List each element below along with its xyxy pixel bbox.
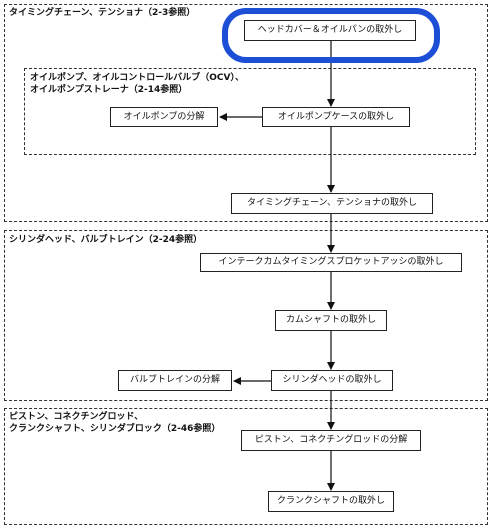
step-oil-pump-disassembly: オイルポンプの分解	[110, 107, 218, 127]
group-label-piston-line2: クランクシャフト、シリンダブロック（2-46参照）	[9, 424, 221, 434]
group-cylinder-head	[4, 230, 488, 401]
group-oil-pump	[24, 68, 476, 155]
step-remove-timing-chain-tensioner: タイミングチェーン、テンショナの取外し	[231, 193, 433, 214]
step-valve-train-disassembly: バルブトレインの分解	[118, 370, 232, 391]
step-remove-camshaft: カムシャフトの取外し	[275, 310, 387, 331]
group-label-oil-pump-line1: オイルポンプ、オイルコントロールバルブ（OCV）、	[30, 73, 245, 83]
highlight-annotation	[222, 8, 440, 63]
group-timing-chain	[4, 4, 488, 222]
step-remove-intake-cam-sprocket: インテークカムタイミングスプロケットアッシの取外し	[200, 253, 462, 272]
step-piston-conrod-disassembly: ピストン、コネクチングロッドの分解	[241, 430, 421, 451]
group-piston-crank	[4, 408, 488, 525]
group-label-timing-chain: タイミングチェーン、テンショナ（2-3参照）	[9, 8, 196, 18]
group-label-oil-pump-line2: オイルポンプストレーナ（2-14参照）	[30, 85, 188, 95]
step-remove-cylinder-head: シリンダヘッドの取外し	[271, 370, 393, 391]
group-label-piston-line1: ピストン、コネクチングロッド、	[9, 412, 144, 422]
step-remove-oil-pump-case: オイルポンプケースの取外し	[262, 107, 410, 127]
group-label-cylinder-head: シリンダヘッド、バルブトレイン（2-24参照）	[9, 235, 203, 245]
step-remove-crankshaft: クランクシャフトの取外し	[268, 491, 394, 512]
